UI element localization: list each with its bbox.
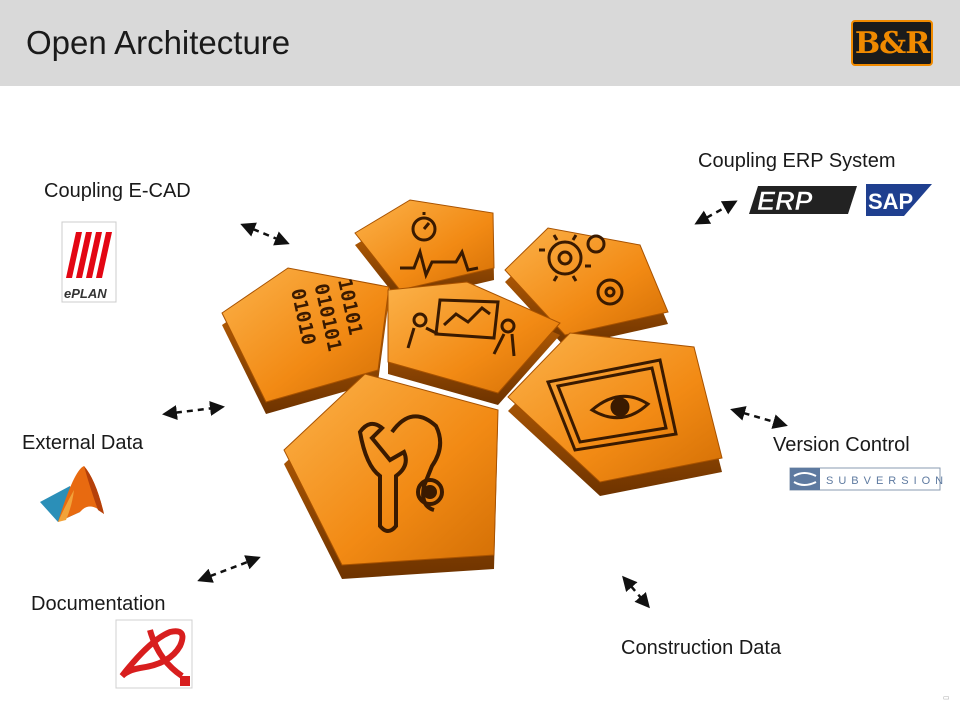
arrow-ecad [240, 222, 290, 246]
wrench-stethoscope-icon [357, 414, 444, 533]
matlab-logo [40, 466, 104, 522]
tile-group [221, 199, 723, 579]
gears-icon [539, 234, 624, 306]
br-logo-text: B&R [854, 26, 930, 61]
arrow-external-data [162, 401, 225, 420]
tile-binary [221, 267, 390, 403]
arrow-version-control [730, 406, 788, 429]
page-title: Open Architecture [26, 24, 291, 61]
label-coupling-ecad: Coupling E-CAD [44, 180, 191, 202]
label-documentation: Documentation [31, 593, 166, 615]
eplan-logo: ePLAN [61, 221, 117, 303]
eplan-logo-text: ePLAN [64, 286, 107, 301]
label-construction-data: Construction Data [621, 637, 782, 659]
meeting-presentation-icon [406, 298, 516, 357]
acrobat-logo [115, 619, 193, 689]
label-external-data: External Data [22, 432, 144, 454]
arrow-documentation [197, 555, 261, 583]
arrow-construction-data [622, 575, 650, 609]
br-logo: B&R [851, 20, 933, 66]
label-coupling-erp: Coupling ERP System [698, 150, 896, 172]
sap-logo: SAP [866, 184, 932, 216]
erp-logo-text: ERP [757, 186, 814, 216]
label-version-control: Version Control [773, 434, 910, 456]
slide-number: ▯ [942, 696, 950, 700]
erp-logo: ERP [749, 186, 857, 216]
tile-timer [354, 199, 495, 291]
monitor-eye-icon [545, 358, 678, 452]
subversion-logo-text: SUBVERSION [826, 475, 948, 487]
tile-tools [283, 373, 499, 566]
stopwatch-icon [400, 212, 479, 280]
header-bar [0, 0, 960, 86]
subversion-logo: SUBVERSION [789, 467, 948, 491]
sap-logo-text: SAP [868, 189, 913, 214]
arrow-erp [694, 200, 738, 225]
